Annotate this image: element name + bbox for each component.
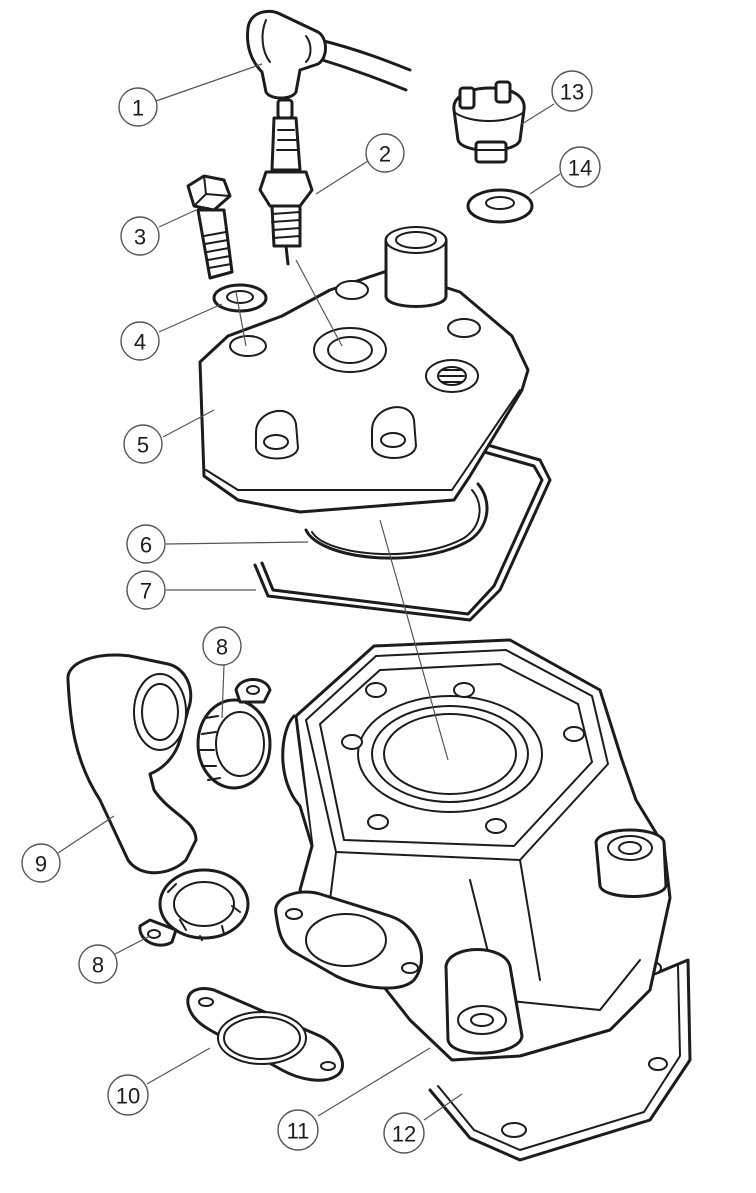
callout-label: 14 xyxy=(568,156,592,181)
callout-9: 9 xyxy=(21,843,61,883)
sender-sealing-washer xyxy=(466,188,534,224)
callout-label: 3 xyxy=(134,225,146,250)
callout-14: 14 xyxy=(559,146,601,188)
leader-lines xyxy=(57,63,561,1121)
callout-12: 12 xyxy=(383,1112,425,1154)
callout-label: 5 xyxy=(137,433,149,458)
callout-label: 11 xyxy=(287,1119,310,1144)
cylinder-head xyxy=(198,226,530,514)
callout-label: 8 xyxy=(216,635,228,660)
callout-8-upper: 8 xyxy=(202,626,242,666)
callout-label: 12 xyxy=(392,1122,416,1147)
callout-3: 3 xyxy=(120,216,160,256)
callout-label: 1 xyxy=(132,96,144,121)
cylinder xyxy=(274,638,672,1062)
callout-13: 13 xyxy=(551,70,593,112)
callout-label: 10 xyxy=(116,1084,140,1109)
callout-4: 4 xyxy=(120,321,160,361)
callout-label: 9 xyxy=(35,852,47,877)
callout-8-lower: 8 xyxy=(78,944,118,984)
head-gasket xyxy=(253,438,552,622)
temperature-sender xyxy=(452,80,526,164)
callout-5: 5 xyxy=(123,424,163,464)
o-ring xyxy=(304,482,489,560)
callout-10: 10 xyxy=(107,1074,149,1116)
callout-6: 6 xyxy=(126,524,166,564)
hose-clamp-lower xyxy=(138,868,250,947)
callout-label: 8 xyxy=(92,953,104,978)
spark-plug-cap xyxy=(246,9,412,100)
cylinder-head-bolt xyxy=(186,174,234,280)
callout-label: 6 xyxy=(140,533,152,558)
callout-label: 4 xyxy=(134,330,146,355)
callout-1: 1 xyxy=(118,87,158,127)
callout-label: 7 xyxy=(140,579,152,604)
callout-label: 13 xyxy=(560,80,584,105)
callout-label: 2 xyxy=(379,142,391,167)
callout-2: 2 xyxy=(365,133,405,173)
exhaust-gasket xyxy=(186,987,344,1082)
spark-plug xyxy=(258,98,314,266)
callout-7: 7 xyxy=(126,570,166,610)
callout-11: 11 xyxy=(277,1109,319,1151)
coolant-hose xyxy=(66,653,198,875)
bolt-washer xyxy=(212,283,268,313)
hose-clamp-upper xyxy=(196,678,272,790)
